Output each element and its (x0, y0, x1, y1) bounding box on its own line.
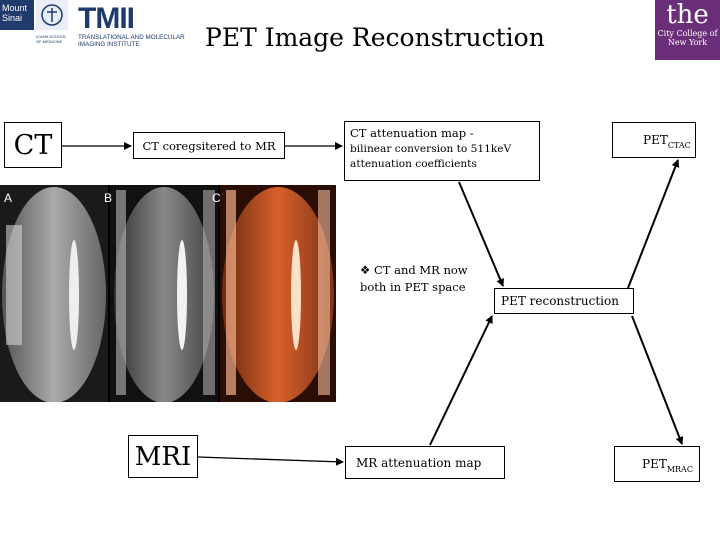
mount-sinai-logo: Mount Sinai (0, 0, 34, 30)
pet-ctac-subscript: CTAC (667, 140, 691, 150)
seal-icon (41, 4, 63, 26)
panel-label-a: A (4, 191, 12, 205)
page-title: PET Image Reconstruction (205, 23, 545, 52)
ct-mr-note: ❖ CT and MR now both in PET space (360, 262, 480, 296)
arrow-mri-to-mratt (197, 456, 344, 466)
ccny-logo-big: the (666, 0, 709, 30)
pet-mrac-subscript: MRAC (666, 464, 693, 474)
pet-mrac-base: PET (642, 457, 667, 471)
arrow-ctatt-to-recon (458, 181, 504, 287)
arrow-recon-to-mrac (631, 315, 684, 445)
arrow-mratt-to-recon (429, 315, 493, 446)
mr-attenuation-map-box: MR attenuation map (345, 446, 505, 479)
ct-mr-image-strip: A B C (0, 185, 336, 402)
mri-box: MRI (128, 435, 198, 478)
ccny-logo-small: City College of New York (657, 29, 718, 47)
note-bullet-icon: ❖ (360, 263, 371, 277)
seal-logo-subtitle: ICAHN SCHOOL OF MEDICINE (36, 34, 67, 44)
panel-label-b: B (104, 191, 112, 205)
pet-reconstruction-box: PET reconstruction (494, 288, 634, 314)
ct-box: CT (4, 122, 62, 168)
ct-mr-image: A B C (0, 185, 336, 402)
ct-attenuation-map-box: CT attenuation map - bilinear conversion… (344, 121, 540, 181)
mount-sinai-logo-text: Mount Sinai (2, 3, 28, 23)
pet-ctac-base: PET (643, 133, 668, 147)
seal-logo (36, 0, 68, 30)
tmii-logo-subtitle: TRANSLATIONAL AND MOLECULAR IMAGING INST… (78, 34, 185, 49)
tmii-logo: TMII (78, 2, 135, 35)
panel-label-c: C (212, 191, 221, 205)
arrow-recon-to-ctac (627, 159, 680, 289)
ct-attenuation-line2: bilinear conversion to 511keV attenuatio… (350, 143, 512, 170)
ct-coregistered-box: CT coregsitered to MR (133, 132, 285, 159)
note-text: CT and MR now both in PET space (360, 263, 468, 294)
ccny-logo: the City College of New York (655, 0, 720, 60)
ct-attenuation-line1: CT attenuation map - (350, 126, 474, 140)
